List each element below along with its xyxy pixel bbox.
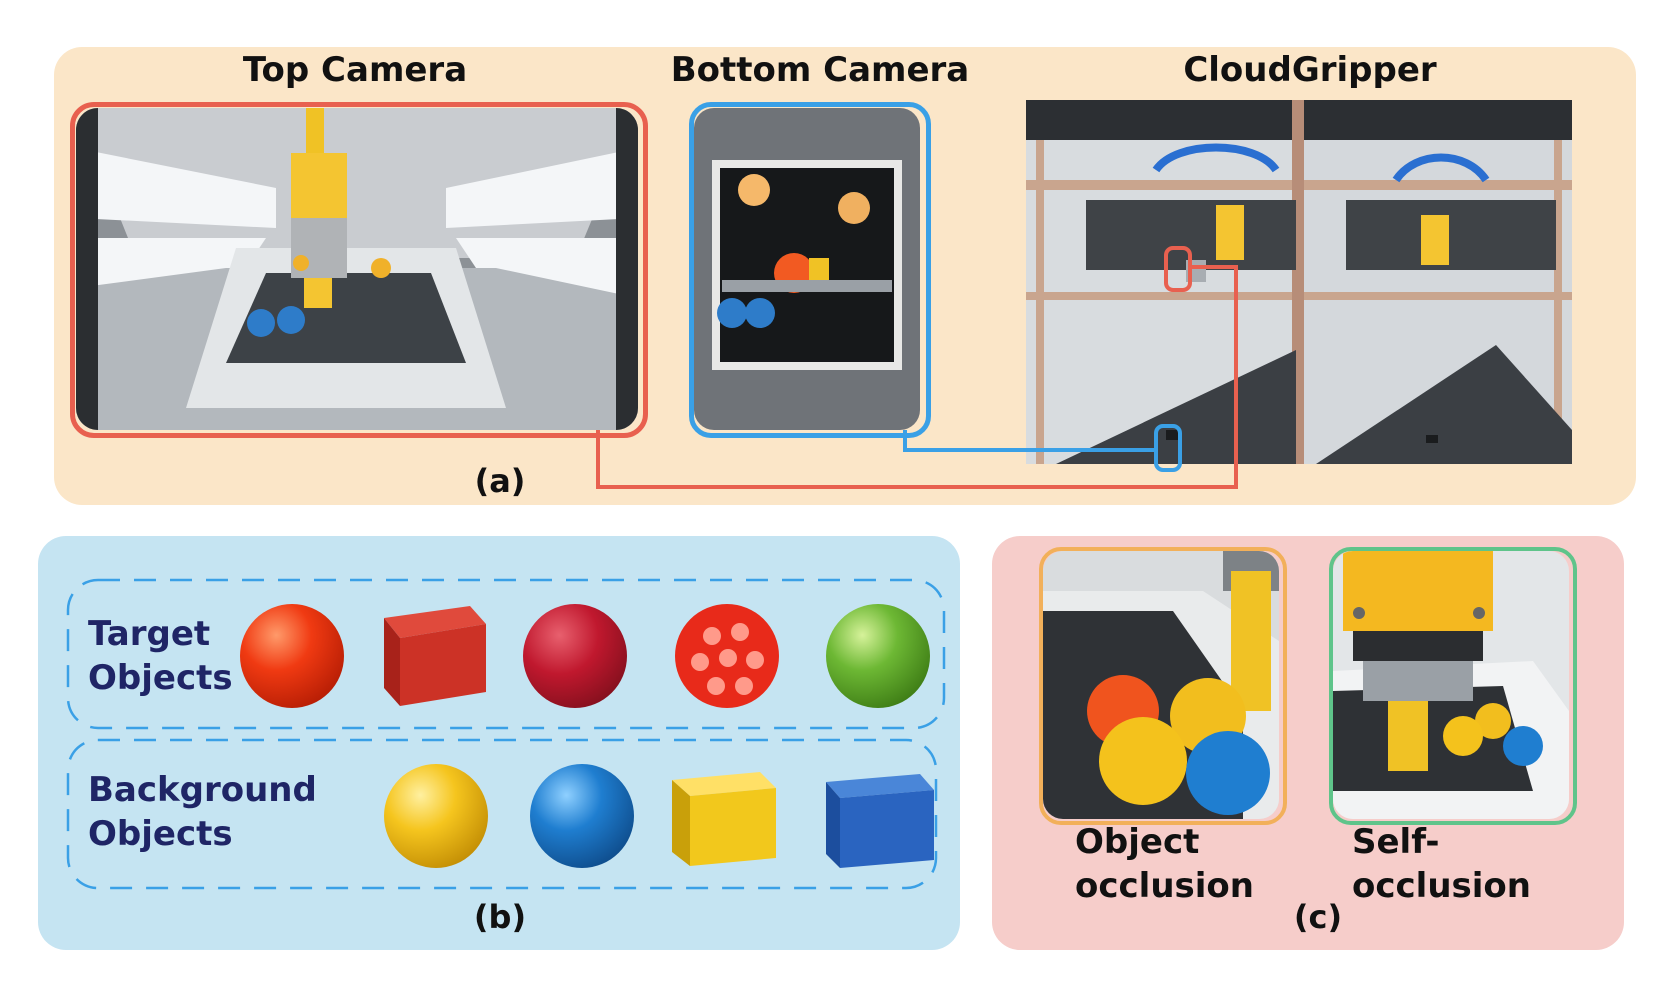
target-red-ball (240, 604, 344, 708)
bottom-camera-photo (694, 108, 920, 430)
self-occlusion-line2: occlusion (1352, 866, 1531, 906)
background-blue-ball (530, 764, 634, 868)
background-objects-group (66, 738, 938, 890)
target-green-ball (826, 604, 930, 708)
target-label-line2: Objects (88, 658, 233, 698)
bottom-camera-title: Bottom Camera (670, 50, 970, 90)
object-occlusion-frame (1039, 547, 1287, 825)
cloudgripper-photo (1026, 100, 1572, 464)
object-occlusion-label: Object occlusion (1075, 820, 1254, 908)
self-occlusion-label: Self- occlusion (1352, 820, 1531, 908)
self-occlusion-frame (1329, 547, 1577, 825)
target-objects-group (66, 578, 946, 730)
object-occlusion-line1: Object (1075, 822, 1200, 862)
background-blue-cube (826, 774, 934, 868)
background-label-line2: Objects (88, 814, 233, 854)
panel-c-label: (c) (1293, 898, 1343, 936)
top-camera-frame (70, 102, 648, 438)
target-red-mesh-ball (675, 604, 779, 708)
background-yellow-cube (672, 772, 776, 866)
background-label-line1: Background (88, 770, 317, 810)
object-occlusion-line2: occlusion (1075, 866, 1254, 906)
top-camera-photo (76, 108, 638, 430)
bottom-camera-frame (689, 102, 931, 438)
self-occlusion-photo (1333, 551, 1569, 819)
background-yellow-ball (384, 764, 488, 868)
bottom-camera-marker (1154, 424, 1182, 472)
target-red-cube (384, 606, 486, 706)
top-camera-connector (596, 265, 1238, 489)
target-label-line1: Target (88, 614, 211, 654)
panel-b (38, 536, 960, 950)
object-occlusion-photo (1043, 551, 1279, 819)
bottom-camera-connector (903, 430, 1156, 452)
top-camera-title: Top Camera (242, 50, 468, 90)
background-objects-label: Background Objects (88, 768, 317, 856)
target-objects-label: Target Objects (88, 612, 233, 700)
target-crimson-ball (523, 604, 627, 708)
panel-b-label: (b) (473, 898, 527, 936)
self-occlusion-line1: Self- (1352, 822, 1440, 862)
cloudgripper-title: CloudGripper (1183, 50, 1437, 90)
top-camera-marker (1164, 246, 1192, 292)
panel-a-label: (a) (474, 462, 526, 500)
